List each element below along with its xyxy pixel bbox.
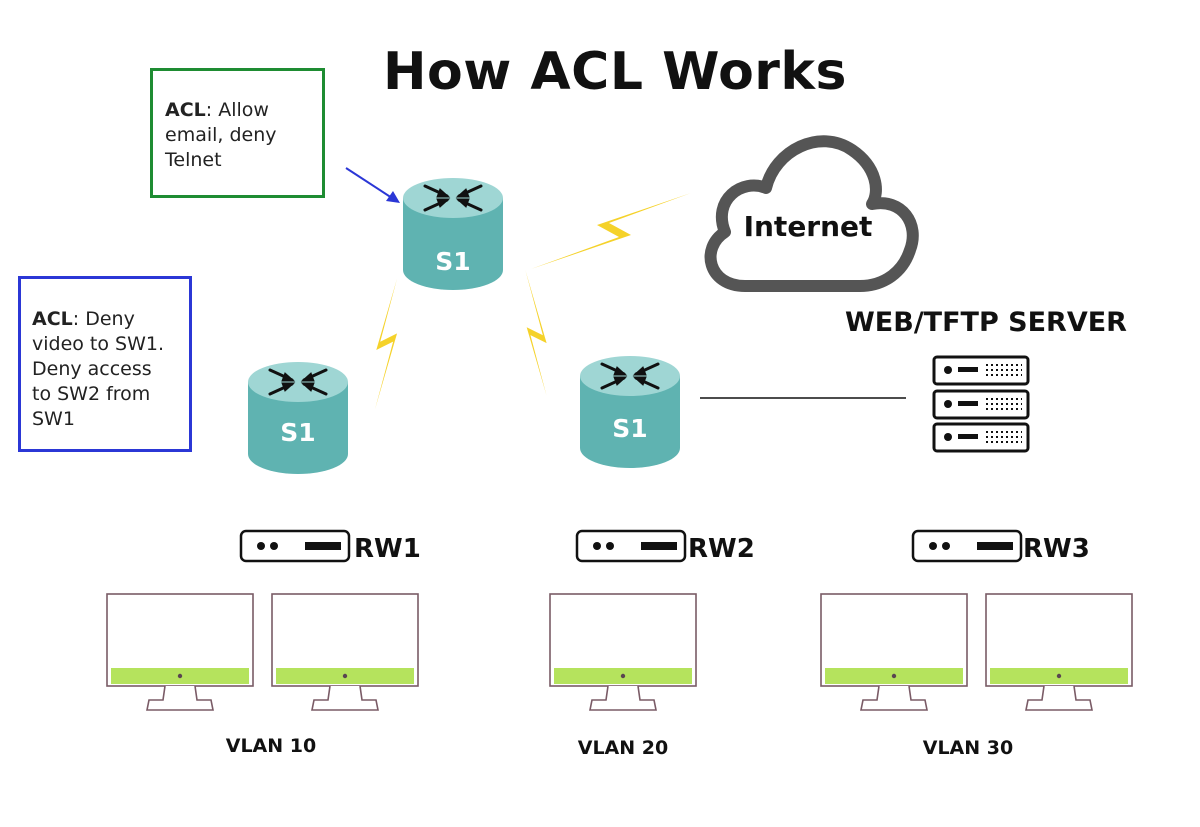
- monitor: [106, 593, 254, 711]
- rack-unit-label: RW2: [688, 534, 755, 564]
- vlan-30-group: VLAN 30: [820, 593, 1133, 759]
- monitor: [271, 593, 419, 711]
- rack-unit-rw2: RW2: [575, 529, 755, 564]
- switch-left: S1: [246, 360, 350, 476]
- rack-unit-label: RW1: [354, 534, 421, 564]
- acl-box-left-line2: video to SW1.: [32, 333, 165, 355]
- acl-keyword: ACL: [165, 99, 206, 121]
- acl-box-left-line5: SW1: [32, 408, 75, 430]
- acl-box-left-line3: Deny access: [32, 358, 152, 380]
- page-title: How ACL Works: [383, 42, 847, 102]
- rack-unit-rw1: RW1: [239, 529, 421, 564]
- switch-right: S1: [578, 354, 682, 470]
- vlan-20-group: VLAN 20: [549, 593, 697, 759]
- link-bolt-right: [480, 270, 592, 396]
- vlan-label: VLAN 20: [578, 737, 668, 759]
- acl-box-top-line2: email, deny: [165, 124, 277, 146]
- vlan-label: VLAN 30: [923, 737, 1013, 759]
- vlan-label: VLAN 10: [226, 735, 316, 757]
- switch-label: S1: [435, 247, 470, 276]
- acl-keyword: ACL: [32, 308, 73, 330]
- link-bolt-internet: [531, 193, 691, 269]
- monitor: [985, 593, 1133, 711]
- acl-box-left: ACL: Deny video to SW1. Deny access to S…: [18, 276, 192, 452]
- acl-box-top-line3: Telnet: [165, 149, 222, 171]
- rack-unit-rw3: RW3: [911, 529, 1090, 564]
- server-icon: [932, 355, 1030, 453]
- rack-unit-label: RW3: [1023, 534, 1090, 564]
- internet-label: Internet: [744, 210, 873, 243]
- monitor: [820, 593, 968, 711]
- server-label: WEB/TFTP SERVER: [845, 307, 1127, 338]
- switch-label: S1: [612, 414, 647, 443]
- acl-box-top: ACL: Allow email, deny Telnet: [150, 68, 325, 198]
- internet-cloud: Internet: [704, 135, 919, 292]
- vlan-10-group: VLAN 10: [106, 593, 419, 757]
- switch-top: S1: [401, 176, 505, 292]
- acl-pointer-arrow: [345, 167, 400, 203]
- switch-label: S1: [280, 418, 315, 447]
- acl-box-top-line1: ACL: Allow: [165, 99, 269, 121]
- acl-box-left-line1: ACL: Deny: [32, 308, 135, 330]
- acl-box-left-line4: to SW2 from: [32, 383, 151, 405]
- monitor: [549, 593, 697, 711]
